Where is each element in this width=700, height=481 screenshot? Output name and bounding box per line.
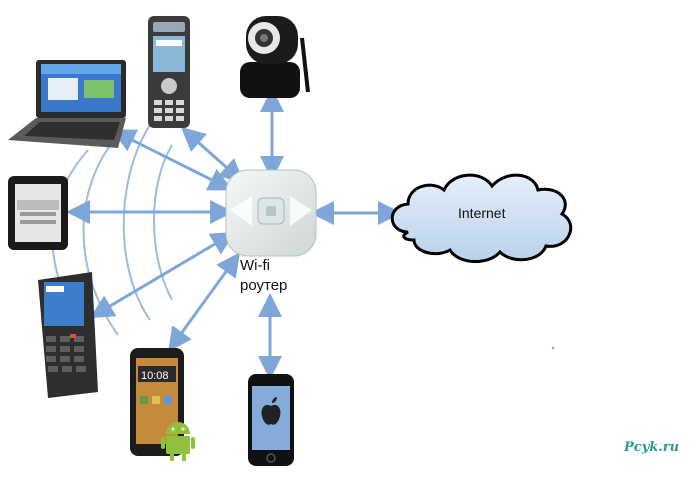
arrow-to-laptop: [111, 129, 233, 191]
router-icon: [225, 169, 317, 257]
internet-cloud-icon: [390, 173, 573, 264]
router-label-line1: Wi-fi: [240, 257, 270, 274]
svg-text:10:08: 10:08: [141, 370, 169, 382]
router-label: Wi-fi роутер: [240, 256, 310, 296]
tablet-icon: [8, 176, 68, 250]
barcode-terminal-icon: [38, 272, 98, 398]
watermark-logo: Pcyk.ru: [624, 440, 680, 455]
arrow-to-terminal: [89, 231, 236, 319]
internet-label: Internet: [458, 205, 506, 221]
router-label-line2: роутер: [240, 277, 288, 294]
connection-arrows: [66, 88, 402, 380]
laptop-icon: [8, 60, 126, 148]
cisco-ip-phone-icon: [148, 16, 190, 128]
android-robot-icon: [161, 422, 195, 461]
iphone-icon: [248, 374, 294, 466]
ip-camera-icon: [240, 16, 310, 98]
arrow-to-phone: [181, 127, 244, 183]
htc-android-phone-icon: 10:08: [130, 348, 195, 461]
arrow-to-htc: [167, 252, 241, 352]
stray-dot: [551, 346, 555, 350]
